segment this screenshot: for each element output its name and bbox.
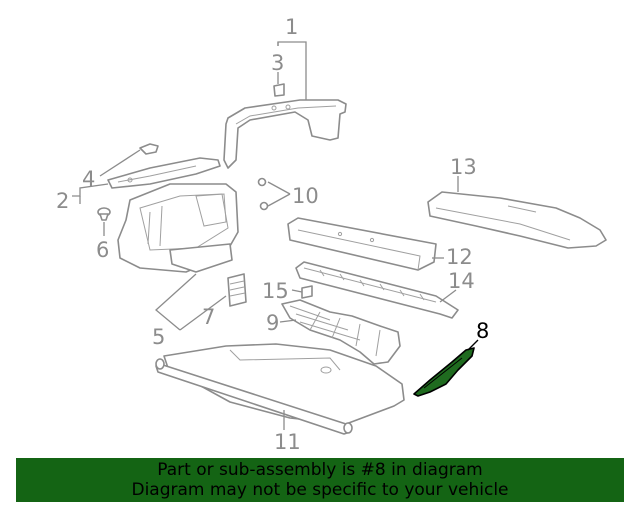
callout-10: 10 [292, 184, 319, 208]
part-13-parcel-shelf [427, 191, 607, 249]
callout-3: 3 [271, 51, 284, 75]
callout-15: 15 [262, 279, 289, 303]
part-1-upper-trim [223, 99, 347, 169]
banner-line-1: Part or sub-assembly is #8 in diagram [157, 460, 483, 480]
callout-2: 2 [56, 189, 69, 213]
callout-4: 4 [82, 167, 95, 191]
leader-lines [72, 41, 479, 430]
part-12-sill-plate [287, 217, 437, 271]
part-11-cargo-cover [155, 343, 405, 435]
part-10-clips [257, 177, 269, 211]
callout-1: 1 [285, 15, 298, 39]
callout-14: 14 [448, 269, 475, 293]
part-7-vent [227, 273, 247, 307]
part-3-clip [273, 83, 285, 97]
banner-line-2: Diagram may not be specific to your vehi… [131, 480, 509, 500]
part-8-highlighted-trim [413, 347, 475, 397]
part-4-bracket [139, 143, 159, 155]
callout-6: 6 [96, 238, 109, 262]
callout-5: 5 [152, 325, 165, 349]
part-14-scuff-strip [295, 261, 459, 319]
callout-8: 8 [476, 319, 489, 343]
callout-12: 12 [446, 245, 473, 269]
part-9-cargo-net [281, 299, 401, 365]
callout-13: 13 [450, 155, 477, 179]
part-15-clip [301, 285, 313, 299]
callout-7: 7 [202, 305, 215, 329]
callout-11: 11 [274, 430, 301, 454]
part-2-sill-trim [107, 157, 221, 189]
part-5-quarter-panel [117, 183, 239, 273]
part-6-push-pin [97, 207, 111, 221]
info-banner: Part or sub-assembly is #8 in diagram Di… [16, 458, 624, 502]
callout-9: 9 [266, 311, 279, 335]
